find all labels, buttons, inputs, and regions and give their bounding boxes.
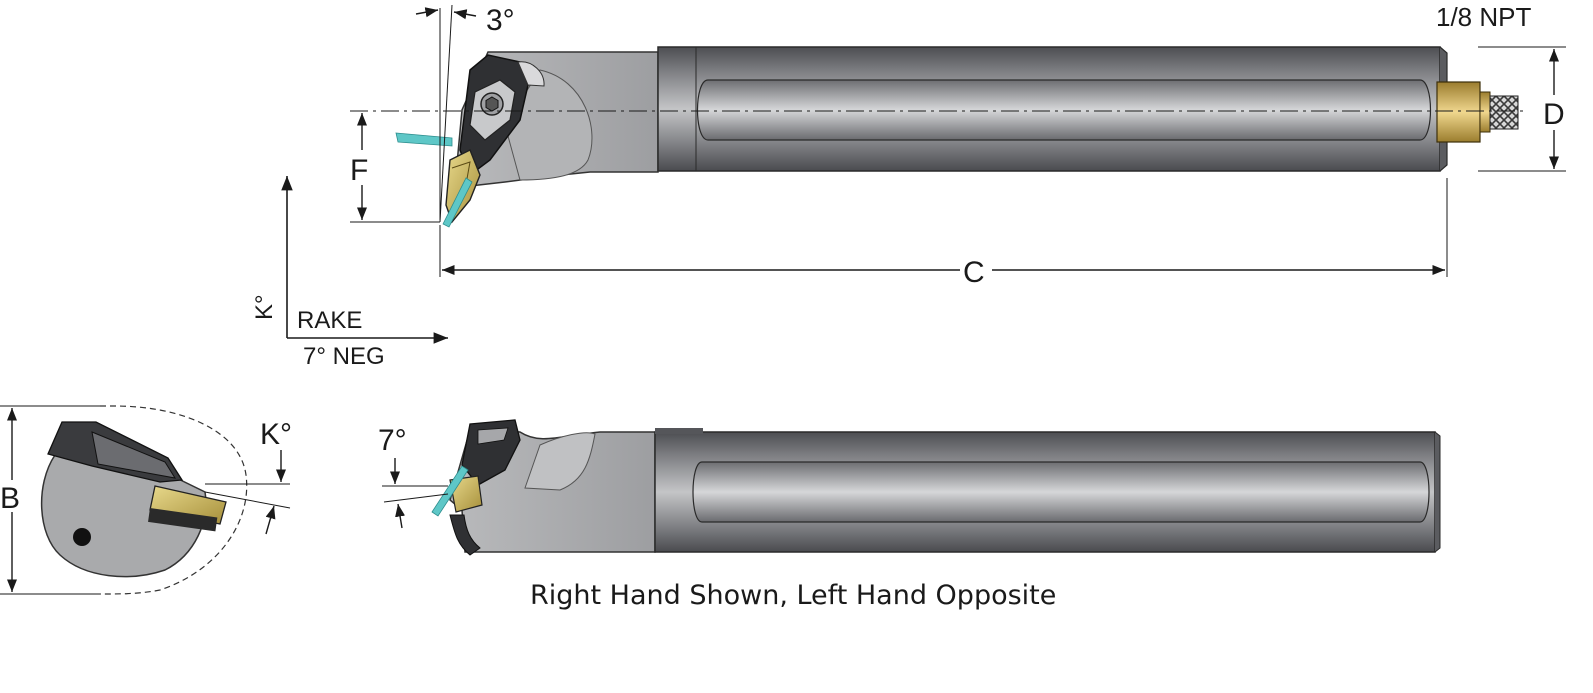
top-shank-flat (696, 79, 1432, 141)
side-coolant-jet (431, 465, 469, 517)
hex-socket-icon (485, 96, 499, 112)
dim-f-label: F (350, 154, 368, 187)
hand-caption: Right Hand Shown, Left Hand Opposite (530, 580, 1056, 611)
angle-top-label: 3° (486, 4, 515, 37)
npt-fitting (1436, 81, 1481, 143)
rake-neg-label: 7° NEG (303, 343, 385, 370)
end-view-coolant-hole (73, 528, 91, 546)
dim-d-label: D (1543, 98, 1565, 131)
top-head-nose (504, 69, 593, 181)
k-side-label: K° (260, 418, 292, 451)
top-coolant-jet-lower (442, 177, 473, 228)
dim-c-label: C (963, 256, 985, 289)
dim-b-label: B (0, 482, 20, 515)
top-view (350, 46, 1525, 228)
side-view (382, 419, 1441, 556)
top-shank-collar (657, 46, 697, 172)
side-shank-collar (655, 428, 703, 434)
coolant-hose-braid (1489, 95, 1519, 130)
side-shank-flat (692, 461, 1430, 523)
end-view-bore-outline (99, 405, 248, 595)
top-dimensions (281, 4, 1566, 344)
end-view (0, 405, 291, 595)
npt-label: 1/8 NPT (1436, 2, 1531, 32)
end-view-insert (149, 485, 227, 525)
top-coolant-jet-upper (395, 132, 453, 147)
rake-label: RAKE (297, 307, 362, 334)
k-vertical-label: K° (251, 294, 278, 320)
end-view-shim (148, 508, 218, 532)
angle-bottom-label: 7° (378, 424, 407, 457)
